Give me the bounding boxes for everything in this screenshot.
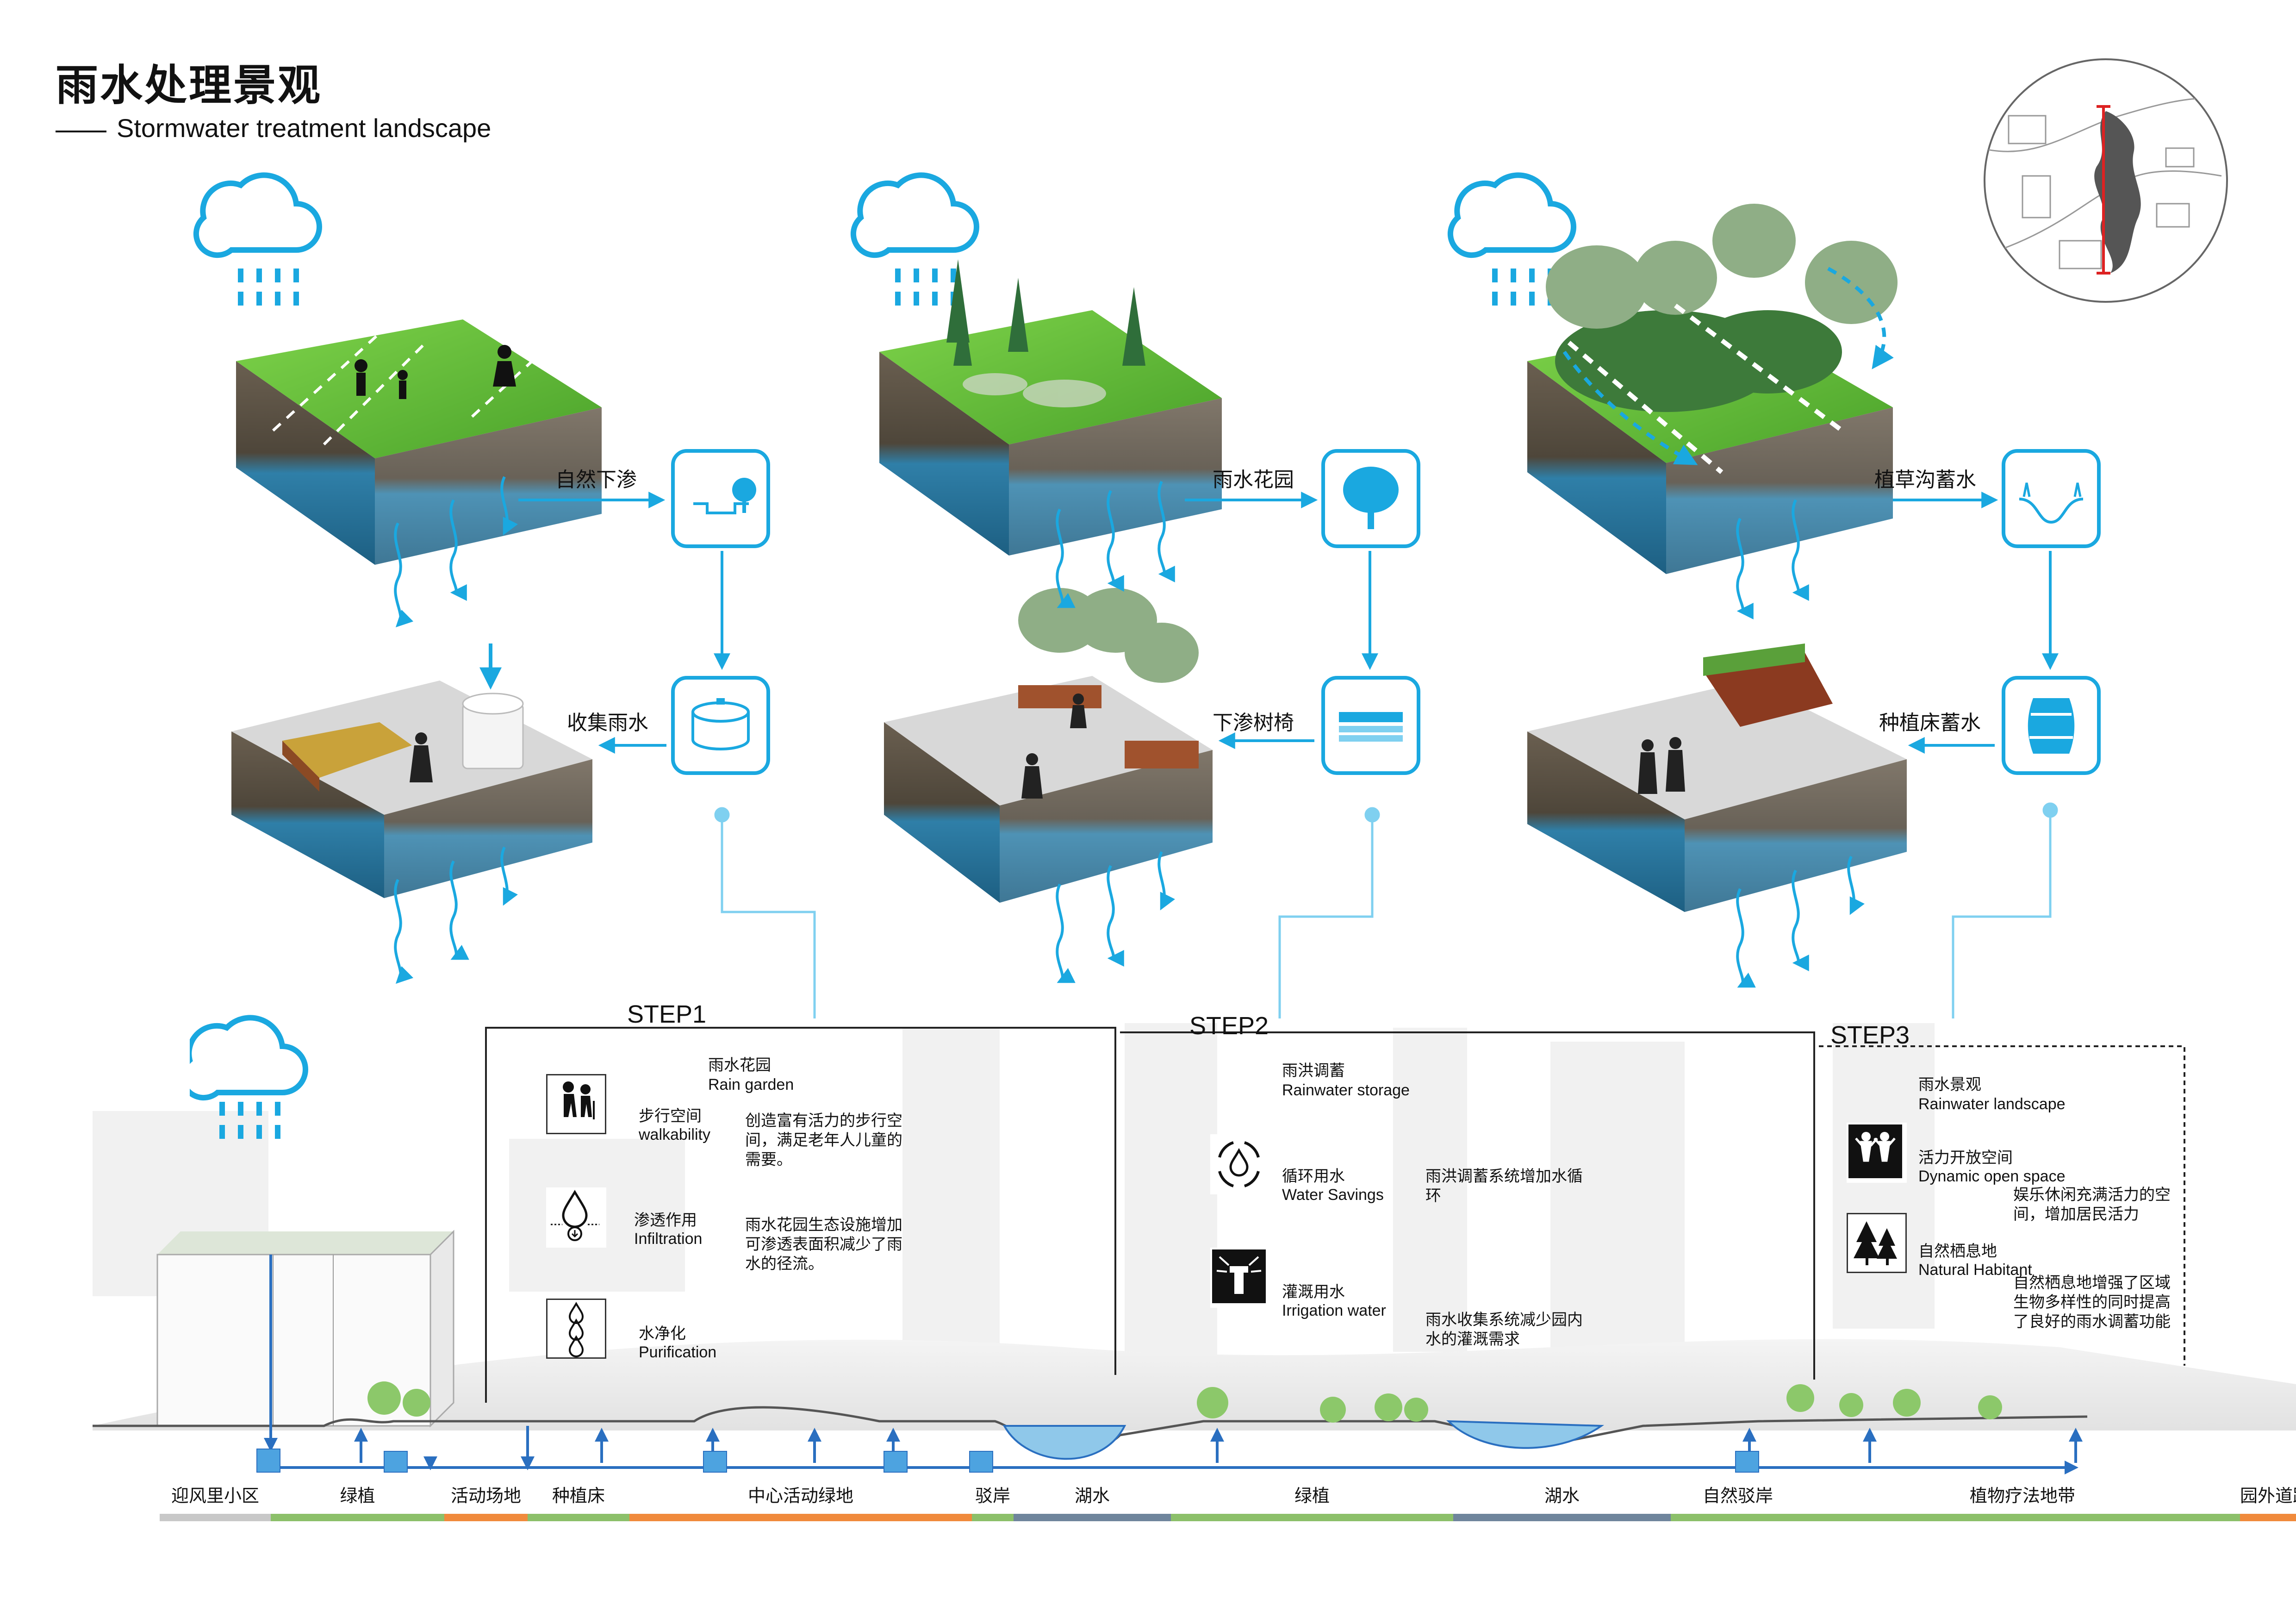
zone-bar-segment bbox=[1671, 1514, 1805, 1521]
label-bioswale: 植草沟蓄水 bbox=[1874, 468, 1976, 492]
step2-item1-desc: 雨洪调蓄系统增加水循环 bbox=[1425, 1167, 1583, 1205]
step3-heading-en: Rainwater landscape bbox=[1918, 1095, 2066, 1113]
step1-item3-en: Purification bbox=[639, 1343, 717, 1361]
label-collect-rainwater: 收集雨水 bbox=[567, 711, 648, 735]
zone-bar-segment bbox=[1453, 1514, 1671, 1521]
step1-item1-cn: 步行空间 bbox=[639, 1107, 702, 1125]
barrel-icon bbox=[2002, 676, 2101, 775]
step3-item2-en: Natural Habitant bbox=[1918, 1261, 2032, 1279]
zone-label: 湖水 bbox=[1544, 1486, 1580, 1506]
step1-item1-en: walkability bbox=[639, 1126, 710, 1143]
zone-bar-segment bbox=[444, 1514, 528, 1521]
rainwater-collection-block bbox=[231, 643, 592, 898]
step2-label: STEP2 bbox=[1189, 1012, 1269, 1040]
swale-icon bbox=[2002, 449, 2101, 548]
step3-label: STEP3 bbox=[1830, 1021, 1910, 1049]
rain-garden-block bbox=[879, 259, 1222, 556]
zone-bar-segment bbox=[1805, 1514, 2240, 1521]
tree-icon bbox=[1321, 449, 1420, 548]
label-rain-garden: 雨水花园 bbox=[1213, 468, 1294, 492]
zone-bar-segment bbox=[629, 1514, 972, 1521]
zone-label: 园外道路 bbox=[2240, 1486, 2296, 1506]
zone-label: 自然驳岸 bbox=[1702, 1486, 1773, 1506]
planter-storage-block bbox=[1527, 643, 1907, 912]
step2-item2-en: Irrigation water bbox=[1282, 1302, 1386, 1319]
forest-icon bbox=[1847, 1213, 1907, 1273]
step2-item1-cn: 循环用水 bbox=[1282, 1167, 1345, 1186]
zone-label: 种植床 bbox=[552, 1486, 605, 1506]
label-natural-infiltration: 自然下渗 bbox=[555, 468, 637, 492]
label-planter-storage: 种植床蓄水 bbox=[1879, 711, 1981, 735]
title-rule bbox=[56, 131, 106, 132]
site-key-map bbox=[1984, 58, 2228, 303]
site-section bbox=[93, 1023, 2296, 1474]
water-tank-icon bbox=[671, 676, 770, 775]
zone-label: 迎风里小区 bbox=[171, 1486, 259, 1506]
step1-item1-desc: 创造富有活力的步行空间，满足老年人儿童的需要。 bbox=[745, 1112, 902, 1169]
zone-label: 绿植 bbox=[340, 1486, 375, 1506]
step1-item3-cn: 水净化 bbox=[639, 1324, 686, 1343]
step2-item1-en: Water Savings bbox=[1282, 1186, 1384, 1204]
step3-heading-cn: 雨水景观 bbox=[1918, 1075, 1981, 1094]
step2-heading-cn: 雨洪调蓄 bbox=[1282, 1062, 1345, 1080]
zone-bar-segment bbox=[271, 1514, 444, 1521]
zone-bar-segment bbox=[972, 1514, 1014, 1521]
step1-item2-cn: 渗透作用 bbox=[634, 1211, 697, 1230]
infiltration-drop-icon bbox=[546, 1187, 606, 1248]
rain-cloud-icon bbox=[850, 172, 979, 306]
infiltration-bench-block bbox=[884, 588, 1213, 903]
zone-bar-segment bbox=[1014, 1514, 1171, 1521]
label-infiltration-bench: 下渗树椅 bbox=[1213, 711, 1294, 735]
zone-label: 活动场地 bbox=[450, 1486, 521, 1506]
zone-label: 驳岸 bbox=[975, 1486, 1010, 1506]
step3-item1-en: Dynamic open space bbox=[1918, 1168, 2066, 1185]
flow-diagram bbox=[193, 172, 2059, 1018]
lawn-block bbox=[236, 319, 602, 565]
step2-item2-desc: 雨水收集系统减少园内水的灌溉需求 bbox=[1425, 1311, 1583, 1349]
zone-label: 湖水 bbox=[1074, 1486, 1110, 1506]
step1-item2-desc: 雨水花园生态设施增加可渗透表面积减少了雨水的径流。 bbox=[745, 1216, 902, 1273]
residential-building bbox=[156, 1230, 454, 1428]
zone-bar-segment bbox=[160, 1514, 271, 1521]
bioswale-block bbox=[1527, 204, 1898, 574]
zone-bar-segment bbox=[528, 1514, 629, 1521]
permeable-layer-icon bbox=[1321, 676, 1420, 775]
step3-item1-cn: 活力开放空间 bbox=[1918, 1149, 2013, 1167]
purification-drops-icon bbox=[546, 1299, 606, 1359]
water-recycle-icon bbox=[1210, 1134, 1270, 1194]
rain-cloud-icon bbox=[193, 172, 322, 306]
elderly-walking-icon bbox=[546, 1074, 606, 1134]
zone-bar-segment bbox=[1171, 1514, 1453, 1521]
infiltration-icon bbox=[671, 449, 770, 548]
zone-label: 绿植 bbox=[1294, 1486, 1330, 1506]
step1-heading-en: Rain garden bbox=[708, 1076, 794, 1093]
zone-label: 植物疗法地带 bbox=[1969, 1486, 2075, 1506]
step3-item2-desc: 自然栖息地增强了区域生物多样性的同时提高了良好的雨水调蓄功能 bbox=[2013, 1274, 2171, 1331]
step2-item2-cn: 灌溉用水 bbox=[1282, 1283, 1345, 1301]
step1-item2-en: Infiltration bbox=[634, 1230, 703, 1248]
rain-cloud-icon bbox=[190, 1015, 308, 1139]
zone-label: 中心活动绿地 bbox=[747, 1486, 853, 1506]
page-title: 雨水处理景观 bbox=[56, 61, 323, 110]
jumping-people-icon bbox=[1847, 1123, 1907, 1183]
page-subtitle: Stormwater treatment landscape bbox=[117, 113, 492, 143]
step3-item2-cn: 自然栖息地 bbox=[1918, 1242, 1997, 1261]
zone-labels: 迎风里小区 绿植 活动场地 种植床 中心活动绿地 驳岸 湖水 绿植 湖水 自然驳岸 植物疗法地带 园外… bbox=[0, 1481, 2296, 1546]
step3-item1-desc: 娱乐休闲充满活力的空间，增加居民活力 bbox=[2013, 1186, 2171, 1224]
zone-bar-segment bbox=[2240, 1514, 2296, 1521]
step1-heading-cn: 雨水花园 bbox=[708, 1056, 771, 1074]
step2-heading-en: Rainwater storage bbox=[1282, 1081, 1410, 1099]
sprinkler-icon bbox=[1210, 1248, 1270, 1308]
step1-label: STEP1 bbox=[627, 1000, 707, 1028]
